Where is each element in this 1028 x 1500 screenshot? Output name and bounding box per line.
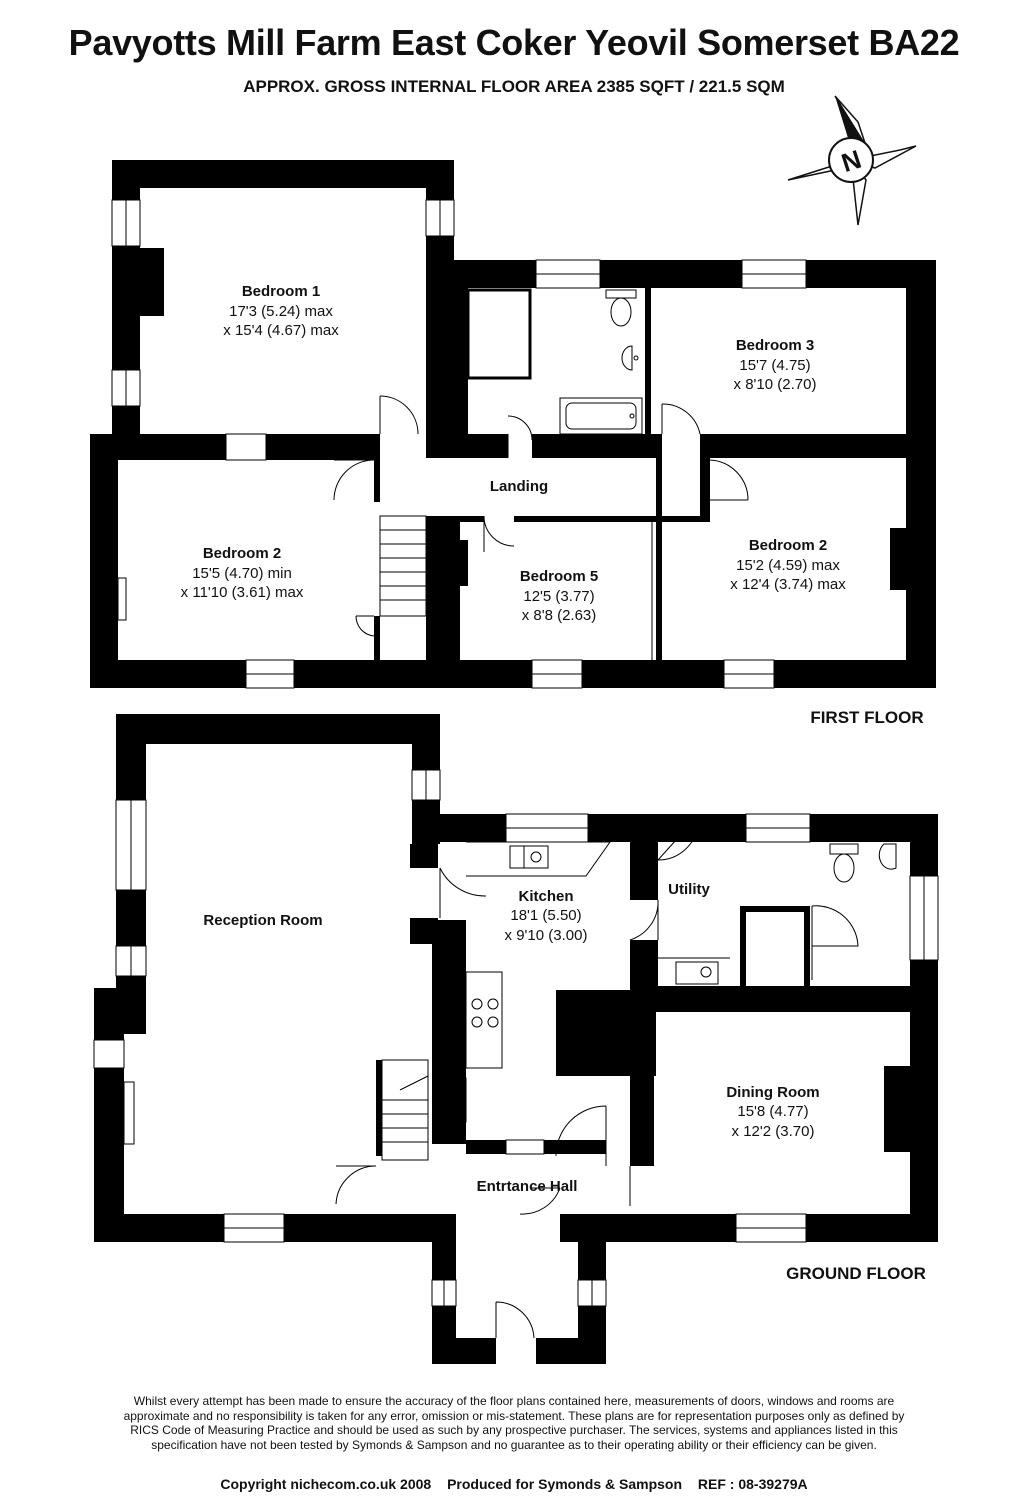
first-floor-windows bbox=[111, 199, 807, 689]
room-name-bedroom5: Bedroom 5 bbox=[520, 568, 598, 585]
room-dim1-bedroom5: 12'5 (3.77) bbox=[523, 588, 594, 605]
first-floor-label: FIRST FLOOR bbox=[810, 708, 923, 727]
copyright-text: Copyright nichecom.co.uk 2008 bbox=[220, 1476, 432, 1492]
room-name-bedroom3: Bedroom 3 bbox=[736, 337, 814, 354]
ground-floor-label: GROUND FLOOR bbox=[786, 1264, 926, 1283]
room-name-kitchen: Kitchen bbox=[518, 888, 573, 905]
copyright-line: Copyright nichecom.co.uk 2008 Produced f… bbox=[0, 1476, 1028, 1492]
first-floor-labels: Bedroom 1 17'3 (5.24) max x 15'4 (4.67) … bbox=[181, 283, 924, 727]
produced-for-text: Produced for Symonds & Sampson bbox=[447, 1476, 683, 1492]
room-dim1-kitchen: 18'1 (5.50) bbox=[510, 907, 581, 924]
reference-text: REF : 08-39279A bbox=[697, 1476, 808, 1492]
room-dim2-bedroom5: x 8'8 (2.63) bbox=[522, 607, 597, 624]
floor-plan: N bbox=[90, 95, 939, 1364]
room-dim1-bedroom3: 15'7 (4.75) bbox=[739, 357, 810, 374]
room-dim1-bedroom2-west: 15'5 (4.70) min bbox=[192, 565, 292, 582]
room-dim2-kitchen: x 9'10 (3.00) bbox=[505, 927, 588, 944]
floor-area-subtitle: APPROX. GROSS INTERNAL FLOOR AREA 2385 S… bbox=[243, 77, 785, 96]
room-dim2-bedroom2-west: x 11'10 (3.61) max bbox=[181, 584, 304, 601]
room-name-landing: Landing bbox=[490, 478, 548, 495]
room-name-bedroom1: Bedroom 1 bbox=[242, 283, 320, 300]
room-dim1-dining: 15'8 (4.77) bbox=[737, 1103, 808, 1120]
room-dim1-bedroom2-east: 15'2 (4.59) max bbox=[736, 557, 840, 574]
room-dim2-bedroom2-east: x 12'4 (3.74) max bbox=[730, 576, 846, 593]
room-name-bedroom2-west: Bedroom 2 bbox=[203, 545, 281, 562]
room-dim2-dining: x 12'2 (3.70) bbox=[732, 1123, 815, 1140]
room-dim2-bedroom1: x 15'4 (4.67) max bbox=[223, 322, 339, 339]
first-floor-fixtures bbox=[333, 289, 749, 660]
disclaimer-text: Whilst every attempt has been made to en… bbox=[123, 1394, 905, 1452]
ground-floor-labels: Reception Room Kitchen 18'1 (5.50) x 9'1… bbox=[203, 881, 925, 1283]
room-name-reception: Reception Room bbox=[203, 912, 322, 929]
room-name-hall: Entrtance Hall bbox=[477, 1178, 578, 1195]
room-name-bedroom2-east: Bedroom 2 bbox=[749, 537, 827, 554]
page-title: Pavyotts Mill Farm East Coker Yeovil Som… bbox=[68, 22, 960, 63]
room-dim1-bedroom1: 17'3 (5.24) max bbox=[229, 303, 333, 320]
room-dim2-bedroom3: x 8'10 (2.70) bbox=[734, 376, 817, 393]
ground-floor-fixtures bbox=[335, 819, 897, 1339]
north-compass-icon: N bbox=[787, 95, 917, 226]
ground-floor-windows bbox=[93, 769, 939, 1307]
room-name-utility: Utility bbox=[668, 881, 710, 898]
room-name-dining: Dining Room bbox=[726, 1084, 819, 1101]
first-floor-walls bbox=[90, 160, 936, 688]
